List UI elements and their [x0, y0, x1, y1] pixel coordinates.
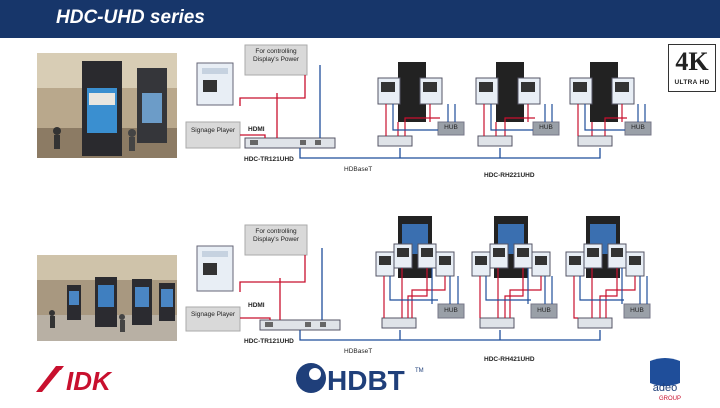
hdmi-label-bottom: HDMI: [248, 302, 265, 309]
adeo-group-text: GROUP: [659, 396, 681, 402]
hdmi-label-top: HDMI: [248, 126, 265, 133]
idk-logo-text: IDK: [66, 366, 113, 394]
hub-label-top-1: HUB: [444, 124, 458, 131]
player-box-label-top: Signage Player: [190, 127, 236, 134]
hdbaset-logo-mark: HDBT TM: [296, 363, 424, 396]
signage-player-box-bottom: [185, 306, 241, 332]
badge-ultra-hd-text: ULTRA HD: [674, 79, 710, 86]
hub-label-bottom-2: HUB: [537, 307, 551, 314]
receiver-group-top-2: [475, 62, 560, 147]
header-bar: HDC-UHD series: [0, 0, 720, 38]
idk-logo-mark: IDK: [36, 366, 113, 396]
slide-title: HDC-UHD series: [56, 7, 205, 28]
adeo-logo-mark: adeo GROUP: [650, 358, 681, 402]
adeo-logo-text: adeo: [653, 382, 677, 394]
signage-photo-bottom: [37, 255, 177, 341]
badge-4k-text: 4K: [675, 47, 709, 76]
receiver-group-top-3: [569, 62, 652, 147]
player-box-label-bottom: Signage Player: [190, 311, 236, 318]
power-control-box-top: [244, 44, 308, 76]
power-box-label-bottom: For controlling Display's Power: [252, 228, 300, 243]
hdbaset-label-bottom: HDBaseT: [344, 348, 373, 355]
hdbt-tm-text: TM: [415, 368, 424, 374]
power-box-label-top: For controlling Display's Power: [252, 48, 300, 63]
receiver-group-bottom-2: [471, 216, 558, 329]
hub-label-bottom-3: HUB: [630, 307, 644, 314]
power-control-box-bottom: [244, 224, 308, 256]
hdbt-logo-text: HDBT: [327, 365, 405, 396]
adeo-logo: adeo GROUP: [640, 355, 690, 408]
hub-label-top-3: HUB: [631, 124, 645, 131]
hub-label-bottom-1: HUB: [444, 307, 458, 314]
tx-model-label-bottom: HDC-TR121UHD: [244, 338, 294, 345]
hdbaset-label-top: HDBaseT: [344, 166, 373, 173]
hdbaset-logo: HDBT TM: [295, 360, 435, 401]
signage-player-box-top: [185, 121, 241, 149]
rx-model-label-top: HDC-RH221UHD: [484, 172, 535, 179]
signage-photo-top: [37, 53, 177, 158]
receiver-group-bottom-3: [565, 216, 651, 329]
rx-model-label-bottom: HDC-RH421UHD: [484, 356, 535, 363]
hub-label-top-2: HUB: [539, 124, 553, 131]
receiver-group-bottom-1: [375, 216, 465, 329]
transmitter-device-top: [244, 137, 336, 149]
tx-model-label-top: HDC-TR121UHD: [244, 156, 294, 163]
idk-logo: IDK: [34, 364, 124, 399]
ultra-hd-4k-logo: 4K ULTRA HD: [668, 44, 716, 92]
receiver-group-top-1: [377, 62, 465, 147]
